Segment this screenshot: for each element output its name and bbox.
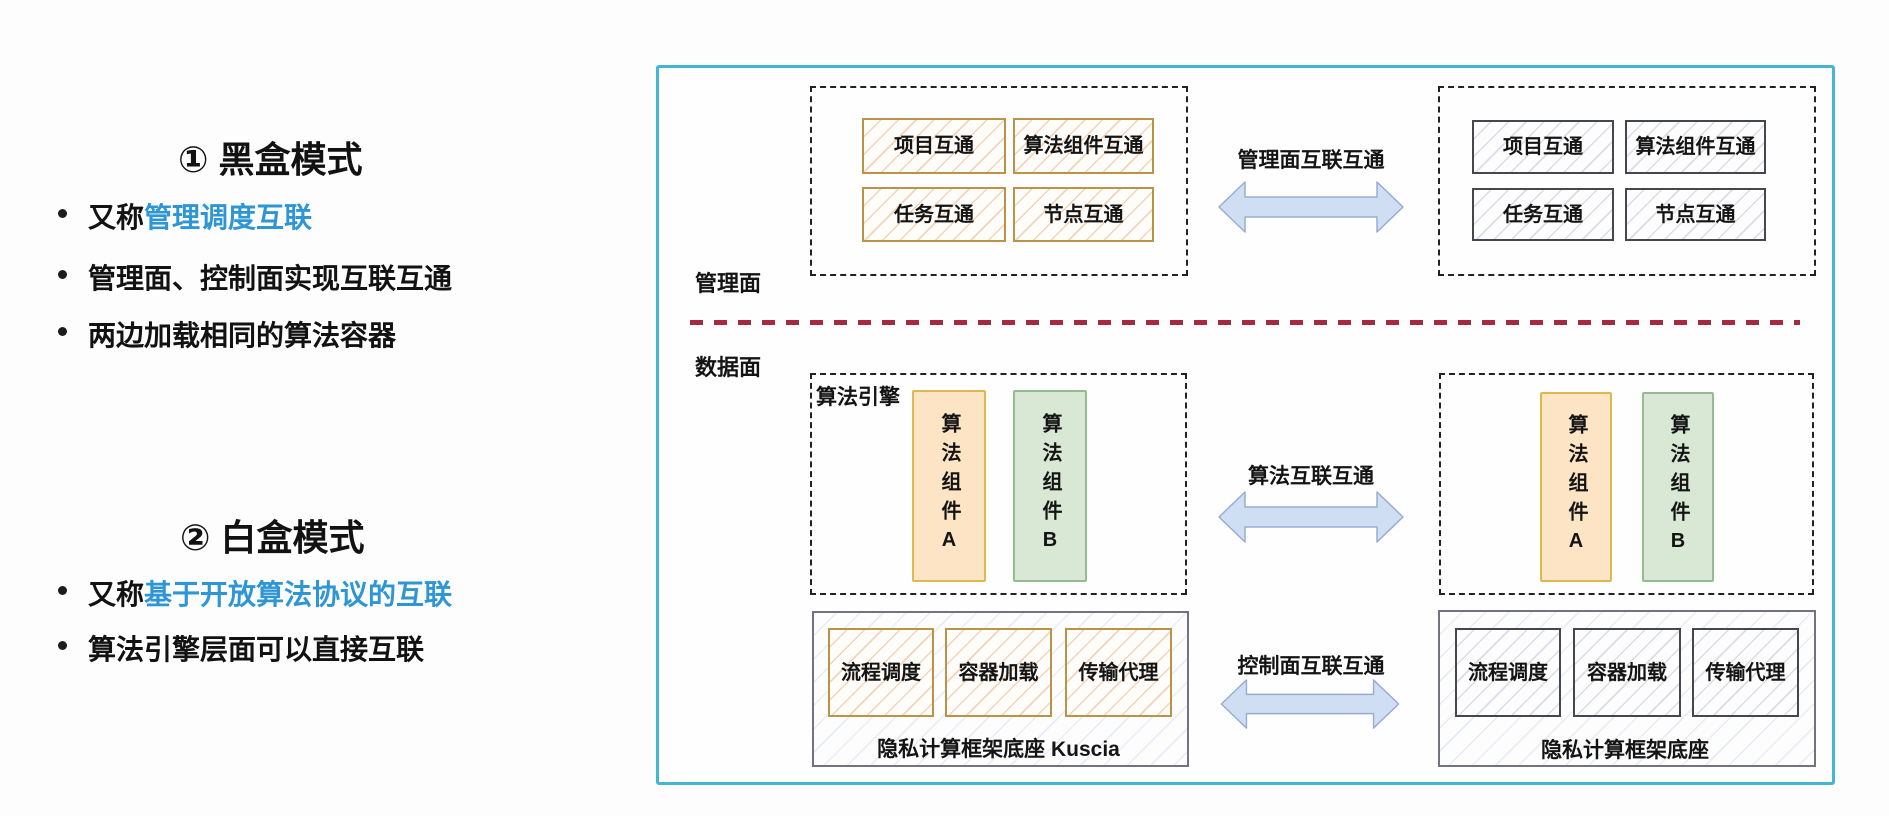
box-label: 节点互通 (1655, 203, 1736, 226)
right-engine-group (1439, 373, 1814, 595)
right-mgmt-box-project: 项目互通 (1472, 120, 1614, 174)
control-arrow-label: 控制面互联互通 (1237, 655, 1385, 678)
left-infra-box-container-load: 容器加载 (945, 628, 1052, 717)
right-infra-box-scheduling: 流程调度 (1455, 628, 1561, 717)
section2-bullet-2: 算法引擎层面可以直接互联 (88, 628, 424, 668)
box-label: 传输代理 (1705, 661, 1786, 684)
right-component-b: 算法组件B (1642, 392, 1714, 582)
double-arrow-icon (1218, 491, 1404, 543)
bullet-dot (58, 209, 67, 218)
box-label: 容器加载 (1587, 661, 1667, 684)
left-mgmt-box-project: 项目互通 (862, 118, 1006, 174)
right-infra-box-container-load: 容器加载 (1573, 628, 1681, 717)
management-plane-label: 管理面 (695, 271, 762, 296)
box-label: 项目互通 (1503, 136, 1583, 158)
algorithm-arrow-label: 算法互联互通 (1248, 465, 1374, 488)
left-infra-label: 隐私计算框架底座 Kuscia (877, 738, 1120, 761)
box-label: 流程调度 (1468, 661, 1548, 684)
plane-divider-line (690, 320, 1800, 325)
bullet-highlight: 基于开放算法协议的互联 (144, 579, 453, 610)
section1-title: ① 黑盒模式 (178, 139, 363, 180)
box-label: 算法组件互通 (1023, 135, 1144, 157)
double-arrow-icon (1220, 679, 1400, 729)
box-label: 传输代理 (1078, 661, 1159, 684)
bullet-dot (58, 270, 67, 279)
bullet-text: 算法引擎层面可以直接互联 (88, 634, 425, 665)
box-label: 任务互通 (894, 203, 974, 226)
left-mgmt-box-algo-component: 算法组件互通 (1013, 118, 1154, 174)
right-management-group (1438, 86, 1816, 276)
left-mgmt-box-node: 节点互通 (1013, 187, 1154, 242)
right-mgmt-box-task: 任务互通 (1472, 188, 1614, 241)
bullet-dot (58, 641, 67, 650)
data-plane-label: 数据面 (695, 355, 762, 380)
left-management-group (810, 86, 1188, 276)
right-infra-box-transport: 传输代理 (1692, 628, 1799, 717)
box-label: 流程调度 (841, 661, 921, 684)
left-engine-group (810, 373, 1187, 595)
left-infra-box-transport: 传输代理 (1065, 628, 1172, 717)
bullet-dot (58, 586, 67, 595)
section1-bullet-3: 两边加载相同的算法容器 (88, 314, 396, 354)
box-label: 节点互通 (1043, 203, 1124, 226)
bullet-highlight: 管理调度互联 (144, 202, 313, 233)
left-mgmt-box-task: 任务互通 (862, 187, 1006, 242)
right-mgmt-box-node: 节点互通 (1625, 188, 1766, 241)
left-component-b: 算法组件B (1013, 390, 1087, 582)
right-infra-label: 隐私计算框架底座 (1541, 739, 1709, 762)
engine-label: 算法引擎 (816, 386, 900, 409)
box-label: 项目互通 (894, 135, 974, 157)
left-infra-box-scheduling: 流程调度 (828, 628, 934, 717)
component-label: 算法组件A (1565, 413, 1587, 561)
right-mgmt-box-algo-component: 算法组件互通 (1625, 120, 1766, 174)
double-arrow-icon (1218, 181, 1404, 233)
bullet-text: 又称 (88, 202, 145, 233)
component-label: 算法组件B (1039, 412, 1061, 560)
management-arrow-label: 管理面互联互通 (1237, 149, 1385, 172)
box-label: 任务互通 (1503, 203, 1583, 226)
section1-bullet-2: 管理面、控制面实现互联互通 (88, 257, 452, 297)
bullet-text: 两边加载相同的算法容器 (88, 320, 397, 351)
section2-title: ② 白盒模式 (180, 517, 365, 558)
section1-bullet-1: 又称管理调度互联 (88, 196, 312, 236)
bullet-dot (58, 327, 67, 336)
box-label: 容器加载 (958, 661, 1039, 684)
component-label: 算法组件B (1667, 413, 1689, 561)
bullet-text: 管理面、控制面实现互联互通 (88, 263, 453, 294)
section2-bullet-1: 又称基于开放算法协议的互联 (88, 573, 452, 613)
component-label: 算法组件A (938, 412, 960, 560)
right-component-a: 算法组件A (1540, 392, 1612, 582)
box-label: 算法组件互通 (1635, 136, 1756, 158)
bullet-text: 又称 (88, 579, 145, 610)
left-component-a: 算法组件A (912, 390, 986, 582)
